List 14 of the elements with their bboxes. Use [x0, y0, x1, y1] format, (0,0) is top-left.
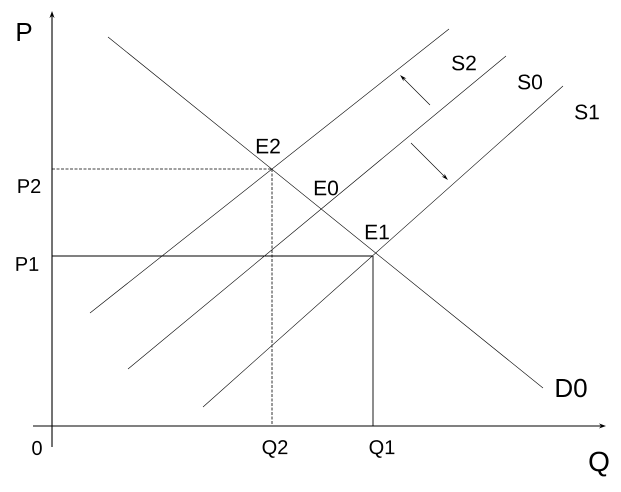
- curve-label: S0: [518, 74, 542, 90]
- point-label: E1: [366, 224, 389, 240]
- point-label: E0: [314, 180, 338, 196]
- tick-label: 0: [32, 440, 42, 456]
- axis-label: P: [17, 23, 32, 41]
- tick-label: Q2: [262, 440, 288, 458]
- curve-label: D0: [556, 378, 587, 398]
- curve-label: S1: [575, 104, 599, 120]
- curve-label: S2: [452, 56, 476, 70]
- tick-label: P1: [16, 257, 38, 271]
- tick-label: P2: [18, 179, 40, 193]
- axis-label: Q: [589, 452, 609, 476]
- tick-label: Q1: [370, 440, 394, 458]
- point-label: E2: [256, 138, 280, 154]
